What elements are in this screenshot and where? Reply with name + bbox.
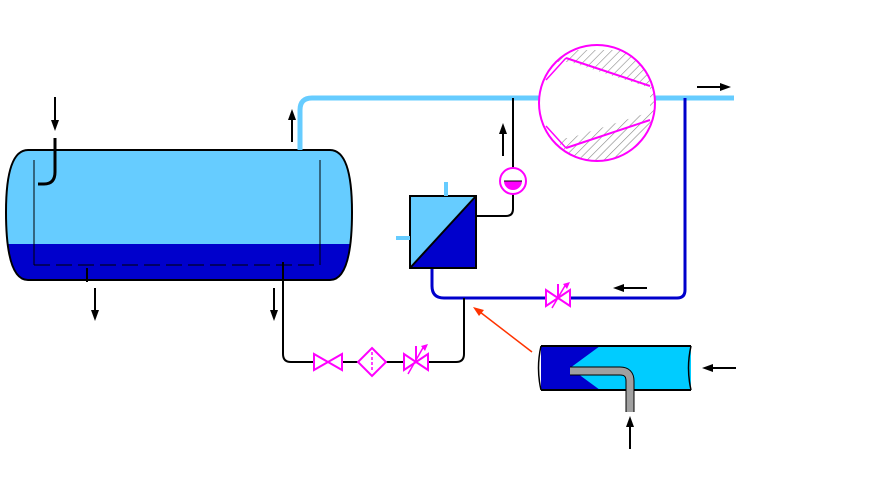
compressor-casing (538, 44, 656, 162)
control-valve-lower (403, 344, 429, 375)
return-line-arrow (613, 284, 647, 292)
heat-exchanger (396, 182, 477, 269)
feed-inlet-arrow (51, 97, 59, 131)
vessel-liquid-space (6, 244, 352, 280)
ejector-throat (541, 346, 600, 390)
ejector-motive-arrow (626, 416, 634, 449)
gauge-line-arrow (499, 123, 507, 156)
ejector-inlet-arrow (702, 364, 736, 372)
gate-valve (313, 352, 343, 372)
ejector-callout-arrow (473, 307, 533, 353)
ejector (537, 345, 692, 412)
liquid-drain-left-arrow (91, 288, 99, 321)
vessel-shell (4, 149, 354, 281)
separator-vessel (4, 138, 354, 281)
control-valve-upper (545, 282, 571, 309)
gauge-line (476, 194, 514, 217)
vessel-inlet-pipe (38, 138, 57, 186)
ejector-nozzle (570, 367, 634, 412)
compressor (538, 44, 656, 162)
level-gauge (499, 167, 527, 195)
liquid-drain-right-arrow (270, 288, 278, 321)
compressor-discharge-arrow (697, 83, 731, 91)
vapor-line (297, 95, 540, 150)
filter (356, 346, 388, 378)
vapor-outlet-arrow (288, 109, 296, 142)
